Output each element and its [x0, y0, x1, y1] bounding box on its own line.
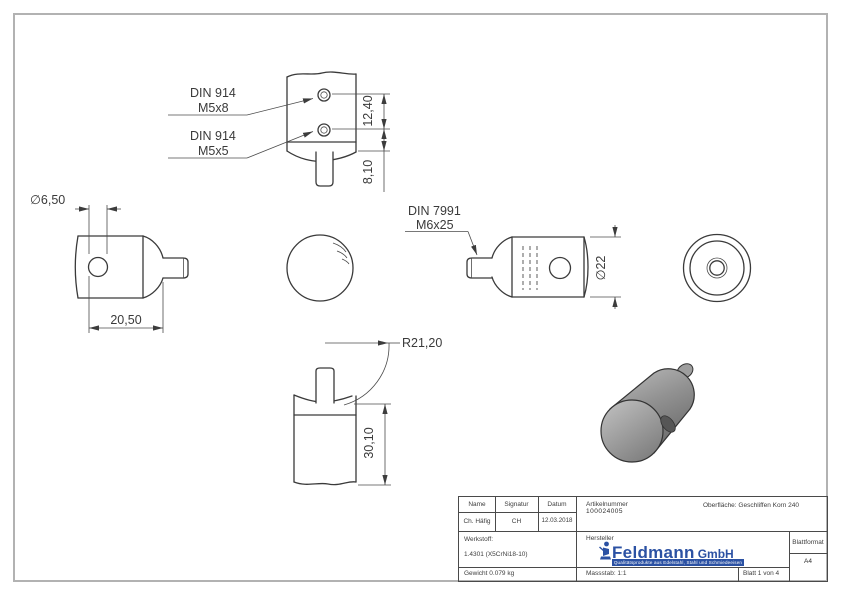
signatur-label: Signatur: [504, 501, 529, 508]
sheet-border-frame: [13, 13, 828, 582]
cross-hole-side: [548, 256, 572, 280]
massstab-text: Massstab: 1:1: [586, 570, 627, 577]
dim-30-10: 30,10: [362, 427, 376, 458]
part-3d-front-face: [600, 399, 664, 463]
dim-20-50: 20,50: [110, 313, 141, 327]
artikelnummer-value: 100024005: [586, 508, 624, 515]
feldmann-logo-icon: [599, 541, 611, 560]
title-block: Name Signatur Datum Ch. Häfig CH 12.03.2…: [458, 496, 828, 582]
dim-12-40: 12,40: [361, 95, 375, 126]
view-front-partial: DIN 914 M5x8 DIN 914 M5x5 12,40 8,10: [168, 71, 390, 192]
blattformat-label: Blattformat: [792, 539, 824, 546]
dim-radius-21-20: R21,20: [402, 336, 442, 350]
signatur-value: CH: [511, 518, 522, 525]
cross-hole: [87, 256, 109, 278]
view-front-circle: [286, 234, 354, 302]
view-bottom-partial: R21,20 30,10: [293, 336, 442, 486]
callout-din914-m5x5-line2: M5x5: [198, 144, 229, 158]
callout-din7991-line2: M6x25: [416, 218, 454, 232]
name-value: Ch. Häfig: [463, 518, 491, 525]
blatt-text: Blatt 1 von 4: [743, 570, 780, 577]
oberflaeche-text: Oberfläche: Geschliffen Korn 240: [703, 502, 799, 509]
werkstoff-value: 1.4301 (X5CrNi18-10): [464, 551, 528, 558]
blattformat-value: A4: [804, 558, 812, 565]
dim-diameter-22: ∅22: [594, 256, 608, 281]
dim-diameter-6-50: ∅6,50: [30, 193, 65, 207]
part-3d-view: [600, 363, 695, 463]
view-side-right: DIN 7991 M6x25 ∅22: [405, 204, 621, 309]
dim-8-10: 8,10: [361, 160, 375, 184]
callout-din914-m5x8-line1: DIN 914: [190, 86, 236, 100]
view-end-circle: [682, 233, 752, 303]
datum-label: Datum: [547, 501, 567, 508]
artikelnummer-label: Artikelnummer: [586, 501, 628, 508]
view-side-left: ∅6,50 20,50: [30, 193, 189, 333]
pin-bottom-view: [315, 367, 335, 404]
name-label: Name: [468, 501, 486, 508]
werkstoff-label: Werkstoff:: [464, 536, 494, 543]
hersteller-label: Hersteller: [586, 535, 614, 542]
logo-tagline-bar: Qualitätsprodukte aus Edelstahl, Stahl u…: [612, 559, 744, 566]
gewicht-text: Gewicht 0.079 kg: [464, 570, 515, 577]
set-screw-upper: [317, 88, 331, 102]
callout-din914-m5x8-line2: M5x8: [198, 101, 229, 115]
set-screw-lower: [317, 123, 331, 137]
part-3d-hole: [660, 415, 676, 433]
datum-value: 12.03.2018: [541, 517, 573, 524]
callout-din7991-line1: DIN 7991: [408, 204, 461, 218]
pin-front: [315, 151, 334, 187]
feldmann-logo: Feldmann GmbH: [599, 541, 734, 562]
logo-gmbh-text: GmbH: [697, 547, 734, 561]
callout-din914-m5x5-line1: DIN 914: [190, 129, 236, 143]
logo-feldmann-text: Feldmann: [612, 542, 695, 562]
